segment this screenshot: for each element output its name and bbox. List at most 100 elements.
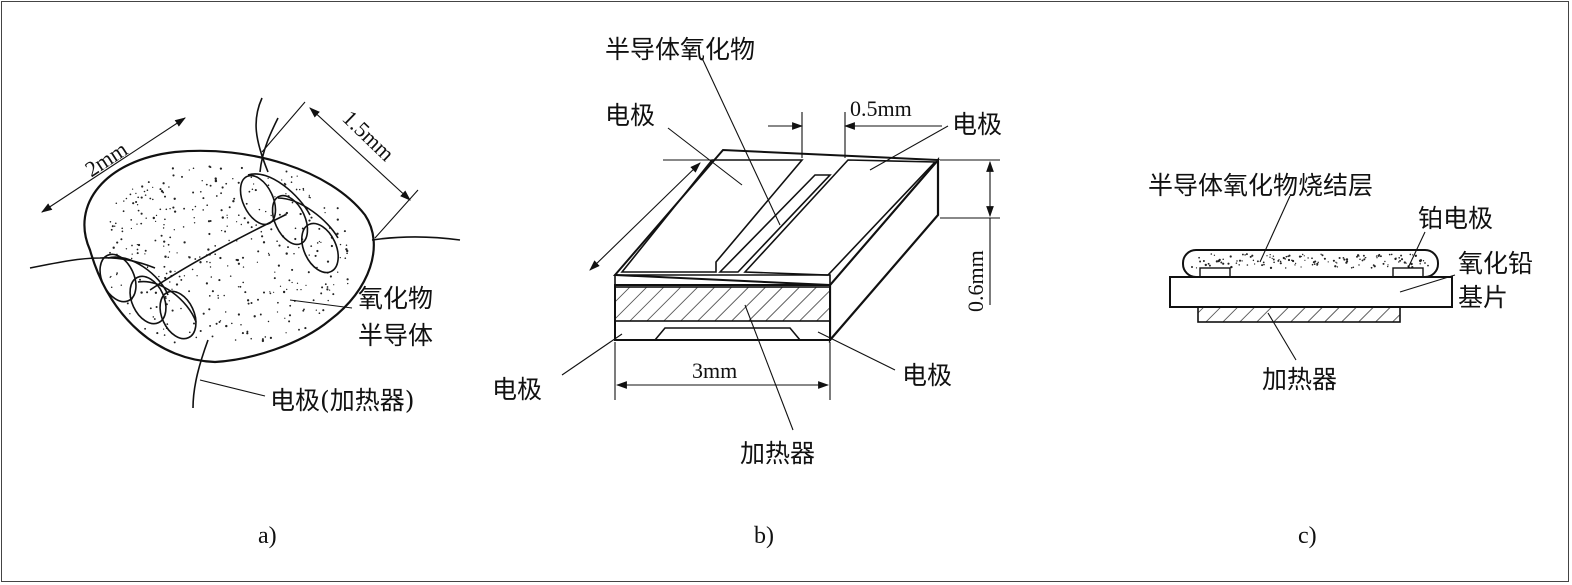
stipple-dot [192, 322, 196, 325]
stipple-dot [1336, 266, 1339, 268]
stipple-dot [116, 241, 119, 244]
stipple-dot [345, 248, 348, 251]
stipple-dot [1236, 260, 1238, 262]
stipple-dot [1358, 255, 1360, 257]
stipple-dot [277, 301, 279, 304]
stipple-dot [304, 327, 307, 330]
stipple-dot [183, 241, 186, 244]
stipple-dot [120, 284, 123, 286]
stipple-dot [164, 218, 166, 221]
stipple-dot [136, 248, 139, 251]
stipple-dot [237, 181, 240, 184]
stipple-dot [289, 304, 292, 307]
stipple-dot [171, 309, 174, 312]
stipple-dot [1222, 258, 1224, 261]
stipple-dot [267, 320, 270, 323]
stipple-dot [1244, 254, 1246, 256]
stipple-dot [163, 223, 165, 226]
stipple-dot [188, 169, 190, 171]
stipple-dot [1294, 262, 1297, 265]
stipple-dot [237, 262, 241, 265]
stipple-dot [270, 228, 273, 231]
stipple-dot [145, 217, 147, 219]
heater-layer-front [614, 286, 831, 322]
stipple-dot [1379, 255, 1382, 258]
stipple-dot [269, 292, 272, 295]
stipple-dot [159, 188, 162, 191]
stipple-dot [205, 183, 208, 186]
pt-electrode-left [1199, 267, 1231, 278]
stipple-dot [296, 282, 299, 284]
stipple-dot [121, 227, 124, 230]
stipple-dot [1419, 260, 1422, 263]
stipple-dot [206, 204, 209, 207]
stipple-dot [226, 217, 228, 219]
stipple-dot [1227, 262, 1230, 265]
stipple-dot [299, 212, 302, 216]
stipple-dot [265, 210, 267, 213]
stipple-dot [250, 337, 252, 340]
stipple-dot [285, 170, 288, 173]
stipple-dot [1249, 255, 1252, 258]
stipple-dot [1311, 257, 1313, 260]
stipple-dot [270, 214, 272, 217]
stipple-dot [1336, 262, 1338, 264]
stipple-dot [202, 312, 205, 315]
stipple-dot [131, 188, 134, 190]
stipple-dot [1394, 257, 1397, 261]
heater-coil-right [239, 173, 339, 274]
stipple-dot [191, 208, 194, 211]
stipple-dot [1291, 259, 1295, 263]
stipple-dot [1235, 262, 1238, 264]
stipple-dot [191, 268, 194, 271]
stipple-dot [240, 324, 242, 326]
stipple-dot [1375, 255, 1378, 257]
stipple-dot [1370, 266, 1373, 269]
stipple-dot [114, 225, 116, 227]
stipple-dot [290, 176, 293, 178]
stipple-dot [125, 197, 128, 200]
stipple-dot [154, 220, 157, 223]
stipple-dot [220, 229, 223, 232]
stipple-dot [1269, 256, 1271, 258]
stipple-dot [221, 186, 224, 189]
stipple-dot [136, 252, 139, 255]
stipple-dot [1271, 257, 1273, 260]
stipple-dot [323, 207, 326, 209]
lead-wire-left [29, 257, 156, 269]
stipple-dot [135, 192, 137, 195]
stipple-dot [250, 238, 253, 240]
stipple-dot [165, 208, 168, 211]
stipple-dot [316, 242, 319, 244]
stipple-dot [247, 302, 250, 305]
stipple-dot [294, 227, 297, 230]
stipple-dot [188, 290, 191, 293]
stipple-dot [318, 240, 321, 243]
stipple-dot [188, 331, 191, 334]
stipple-dot [1213, 254, 1216, 256]
stipple-dot [1287, 255, 1290, 258]
stipple-dot [115, 202, 118, 205]
stipple-dot [209, 220, 212, 222]
stipple-dot [224, 311, 227, 313]
stipple-dot [308, 254, 310, 256]
stipple-dot [169, 270, 172, 273]
stipple-dot [152, 216, 155, 220]
stipple-dot [233, 197, 236, 200]
stipple-dot [261, 235, 264, 238]
stipple-dot [1350, 267, 1353, 269]
stipple-dot [116, 273, 118, 276]
stipple-dot [242, 266, 245, 268]
stipple-dot [1266, 255, 1268, 257]
stipple-dot [1424, 262, 1426, 264]
stipple-dot [324, 211, 326, 214]
stipple-dot [130, 227, 133, 230]
stipple-dot [284, 317, 286, 319]
stipple-dot [324, 283, 327, 286]
stipple-dot [112, 246, 115, 249]
stipple-dot [1284, 258, 1286, 260]
bead-body [83, 149, 375, 364]
stipple-dot [329, 275, 332, 278]
stipple-dot [1217, 259, 1220, 263]
